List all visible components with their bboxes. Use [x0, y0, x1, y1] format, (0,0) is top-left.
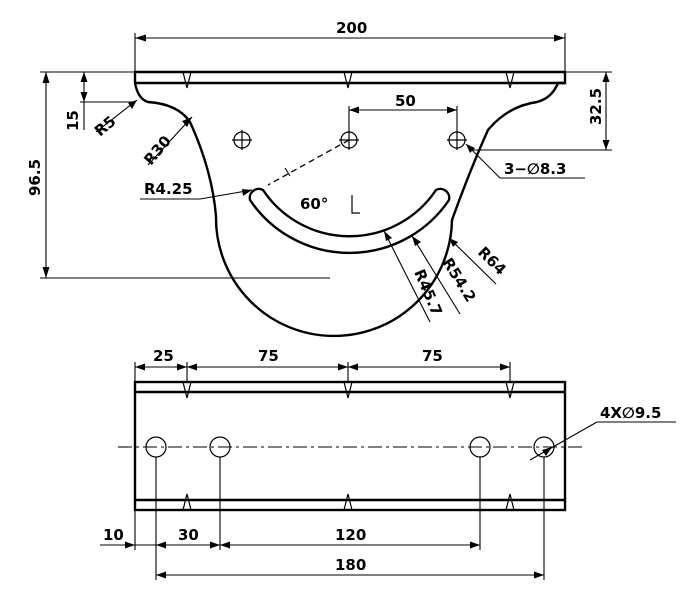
bend-mark [343, 71, 353, 89]
dim-overall-width: 200 [336, 19, 367, 37]
bottom-view: 25 75 75 10 30 120 180 4X∅9.5 [100, 347, 676, 580]
dim-75-left: 75 [258, 347, 279, 365]
curved-slot [248, 187, 451, 255]
dim-hole-spacing: 50 [395, 92, 416, 110]
dim-25: 25 [153, 347, 174, 365]
hole-callout-bottom: 4X∅9.5 [600, 404, 661, 422]
center-mark [351, 195, 360, 214]
dim-180: 180 [335, 556, 366, 574]
hole-callout-top: 3−∅8.3 [504, 160, 566, 178]
dim-30: 30 [178, 526, 199, 544]
plate-outline [133, 70, 567, 338]
dim-right-offset: 32.5 [587, 88, 605, 125]
bend-mark [182, 493, 192, 511]
angle-construction-line [267, 139, 350, 186]
radius-r4-25: R4.25 [144, 180, 193, 198]
bend-mark [505, 381, 515, 399]
radius-r30: R30 [140, 132, 175, 168]
bend-mark [505, 493, 515, 511]
angle-60: 60° [300, 195, 328, 213]
dim-120: 120 [335, 526, 366, 544]
bend-mark [343, 493, 353, 511]
plate-outline-bottom [133, 380, 567, 512]
radius-r5: R5 [91, 112, 119, 140]
bend-mark [182, 381, 192, 399]
hole [232, 130, 252, 150]
bend-mark [505, 71, 515, 89]
top-view: 200 50 96.5 15 32.5 R5 R3 [26, 19, 612, 338]
radius-r64: R64 [474, 243, 510, 279]
bend-mark [343, 381, 353, 399]
dim-left-offset: 15 [64, 110, 82, 131]
dim-overall-height: 96.5 [26, 159, 44, 196]
hole [447, 130, 467, 150]
bend-mark [182, 71, 192, 89]
dim-75-right: 75 [422, 347, 443, 365]
dim-10: 10 [103, 526, 124, 544]
